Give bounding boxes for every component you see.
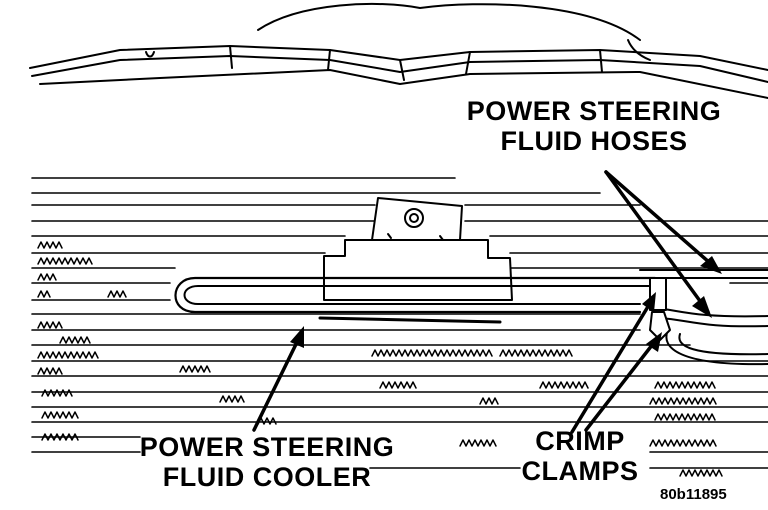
bumper-panel	[29, 2, 768, 99]
cooler-tubes	[174, 276, 657, 324]
crimp-clamps-label-line2: CLAMPS	[521, 456, 639, 486]
texture-marks	[37, 241, 723, 477]
leader-arrows	[252, 170, 720, 434]
crimp-clamps-label-line1: CRIMP	[535, 426, 625, 456]
fluid-hoses-label-line2: FLUID HOSES	[500, 126, 688, 156]
fluid-cooler-label-line2: FLUID COOLER	[162, 462, 372, 492]
arrow-heads	[290, 256, 722, 352]
fluid-hoses-label-line1: POWER STEERING	[466, 96, 722, 126]
fluid-cooler-label-line1: POWER STEERING	[139, 432, 395, 462]
cooler-bracket	[323, 197, 513, 301]
hatch-lines	[31, 177, 768, 469]
figure-code: 80b11895	[660, 486, 727, 503]
